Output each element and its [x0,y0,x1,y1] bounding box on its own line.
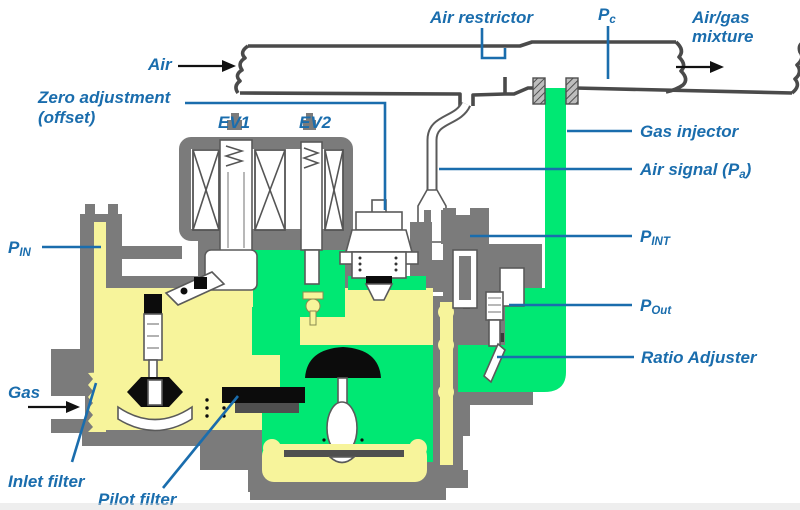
main-spindle [143,313,163,361]
flange-shelf [118,246,182,259]
gas-port-upper-block [51,349,85,396]
coil-housing-frame [179,137,353,241]
bottom-right-bar [435,390,533,405]
label-ev1: EV1 [218,113,250,132]
ev2-poppet-flange [302,291,324,300]
injector-flange-right [565,77,579,105]
duct-right-break-top [665,40,688,94]
duct-left-break [234,44,250,95]
label-zero-adjustment-2: (offset) [38,108,96,127]
gas-injector-pipe [532,77,579,293]
pilot-filter-holder [235,403,299,413]
bottom-artifact-strip [0,503,800,510]
ev1-elbow-seat [194,277,207,289]
diaphragm-button [327,456,357,464]
label-gas: Gas [8,383,40,402]
injector-pipe-vertical [545,88,566,293]
ev1-spring [223,145,245,167]
ev2-nozzle [304,249,320,285]
duct-top-plate [248,40,676,48]
coil-windings [192,149,344,231]
label-ratio-adjuster: Ratio Adjuster [641,348,758,367]
diaphragm-plate [284,450,404,457]
leader-air-restrictor [480,28,507,60]
leader-lines [42,26,634,489]
label-inlet-filter: Inlet filter [8,472,86,491]
ev2-top-nut [306,113,313,121]
ev2-top-bolt [303,120,316,130]
gas-port-lower-block [51,419,85,433]
main-gas-valve [117,377,226,432]
label-pilot-filter: Pilot filter [98,490,178,509]
ev1-elbow-pin [180,287,188,295]
working-diaphragm [262,439,427,482]
pilot-channel-ball-1 [438,304,454,320]
label-gas-injector: Gas injector [640,122,740,141]
zero-adj-cap [355,211,403,231]
ratio-adjuster-needle [483,342,506,384]
ratio-adjuster-housing [485,291,504,321]
ev1-top-nut [231,113,239,121]
outlet-riser-chamber [505,288,566,392]
zero-adjustment-regulator [339,199,419,301]
spindle-black-section [144,294,162,314]
diagram-labels: Air Air restrictor Pc Air/gas mixture Ze… [8,5,758,509]
label-air-signal: Air signal (Pa) [639,160,752,181]
duct-bottom-ramp [505,86,537,96]
label-pin: PIN [8,238,32,259]
ev2-spring [301,147,321,169]
inlet-filter-element [88,372,106,432]
zero-adj-spring-dots [358,256,398,272]
label-pout: POut [640,296,672,317]
zero-adj-valve-cone [364,283,394,301]
pilot-channel [440,302,453,465]
duct-right-break-bottom [790,42,800,95]
zero-adj-diaphragm [366,276,392,284]
signal-tube-inner [428,102,470,192]
leader-inlet-filter [70,382,98,463]
injector-flange-left [532,77,546,105]
label-air-restrictor: Air restrictor [429,8,534,27]
leader-pilot-filter [161,395,240,489]
pint-channel-core [459,256,471,300]
flange-plug-left-post [85,204,95,218]
duct-bottom-plate-right [574,86,793,95]
main-valve-bolt [147,379,163,406]
pilot-channel-ball-3 [438,384,454,400]
leader-zero-adjustment [185,101,387,210]
air-duct [234,40,800,106]
label-air-gas-mixture-2: mixture [692,27,753,46]
flow-arrows [28,60,724,413]
servo-diaphragm-dome [305,347,381,378]
pint-and-ratio-adjuster [452,249,525,384]
zero-adj-bonnet [344,229,414,253]
label-air-gas-mixture-1: Air/gas [691,8,750,27]
ev2-outlet-chamber [253,250,345,317]
pint-housing-notch [456,206,470,215]
label-ev2: EV2 [299,113,332,132]
pilot-filter-element [222,387,305,403]
flange-plug-right-post [108,204,118,218]
ratio-adjuster-stem [488,319,501,347]
label-pint: PINT [640,227,671,248]
duct-tap-edge [471,92,506,106]
solenoid-assembly [179,113,353,326]
ev1-top-bolt [227,120,242,130]
main-valve-seat [117,405,193,432]
ev1-plunger [219,139,253,253]
ev1-pilot-train [143,249,258,383]
pilot-channel-ball-2 [438,337,454,353]
label-zero-adjustment-1: Zero adjustment [37,88,172,107]
duct-bottom-plate-left [239,91,462,106]
ev2-poppet-stem [309,310,317,326]
label-air: Air [147,55,173,74]
label-pc: Pc [598,5,616,26]
